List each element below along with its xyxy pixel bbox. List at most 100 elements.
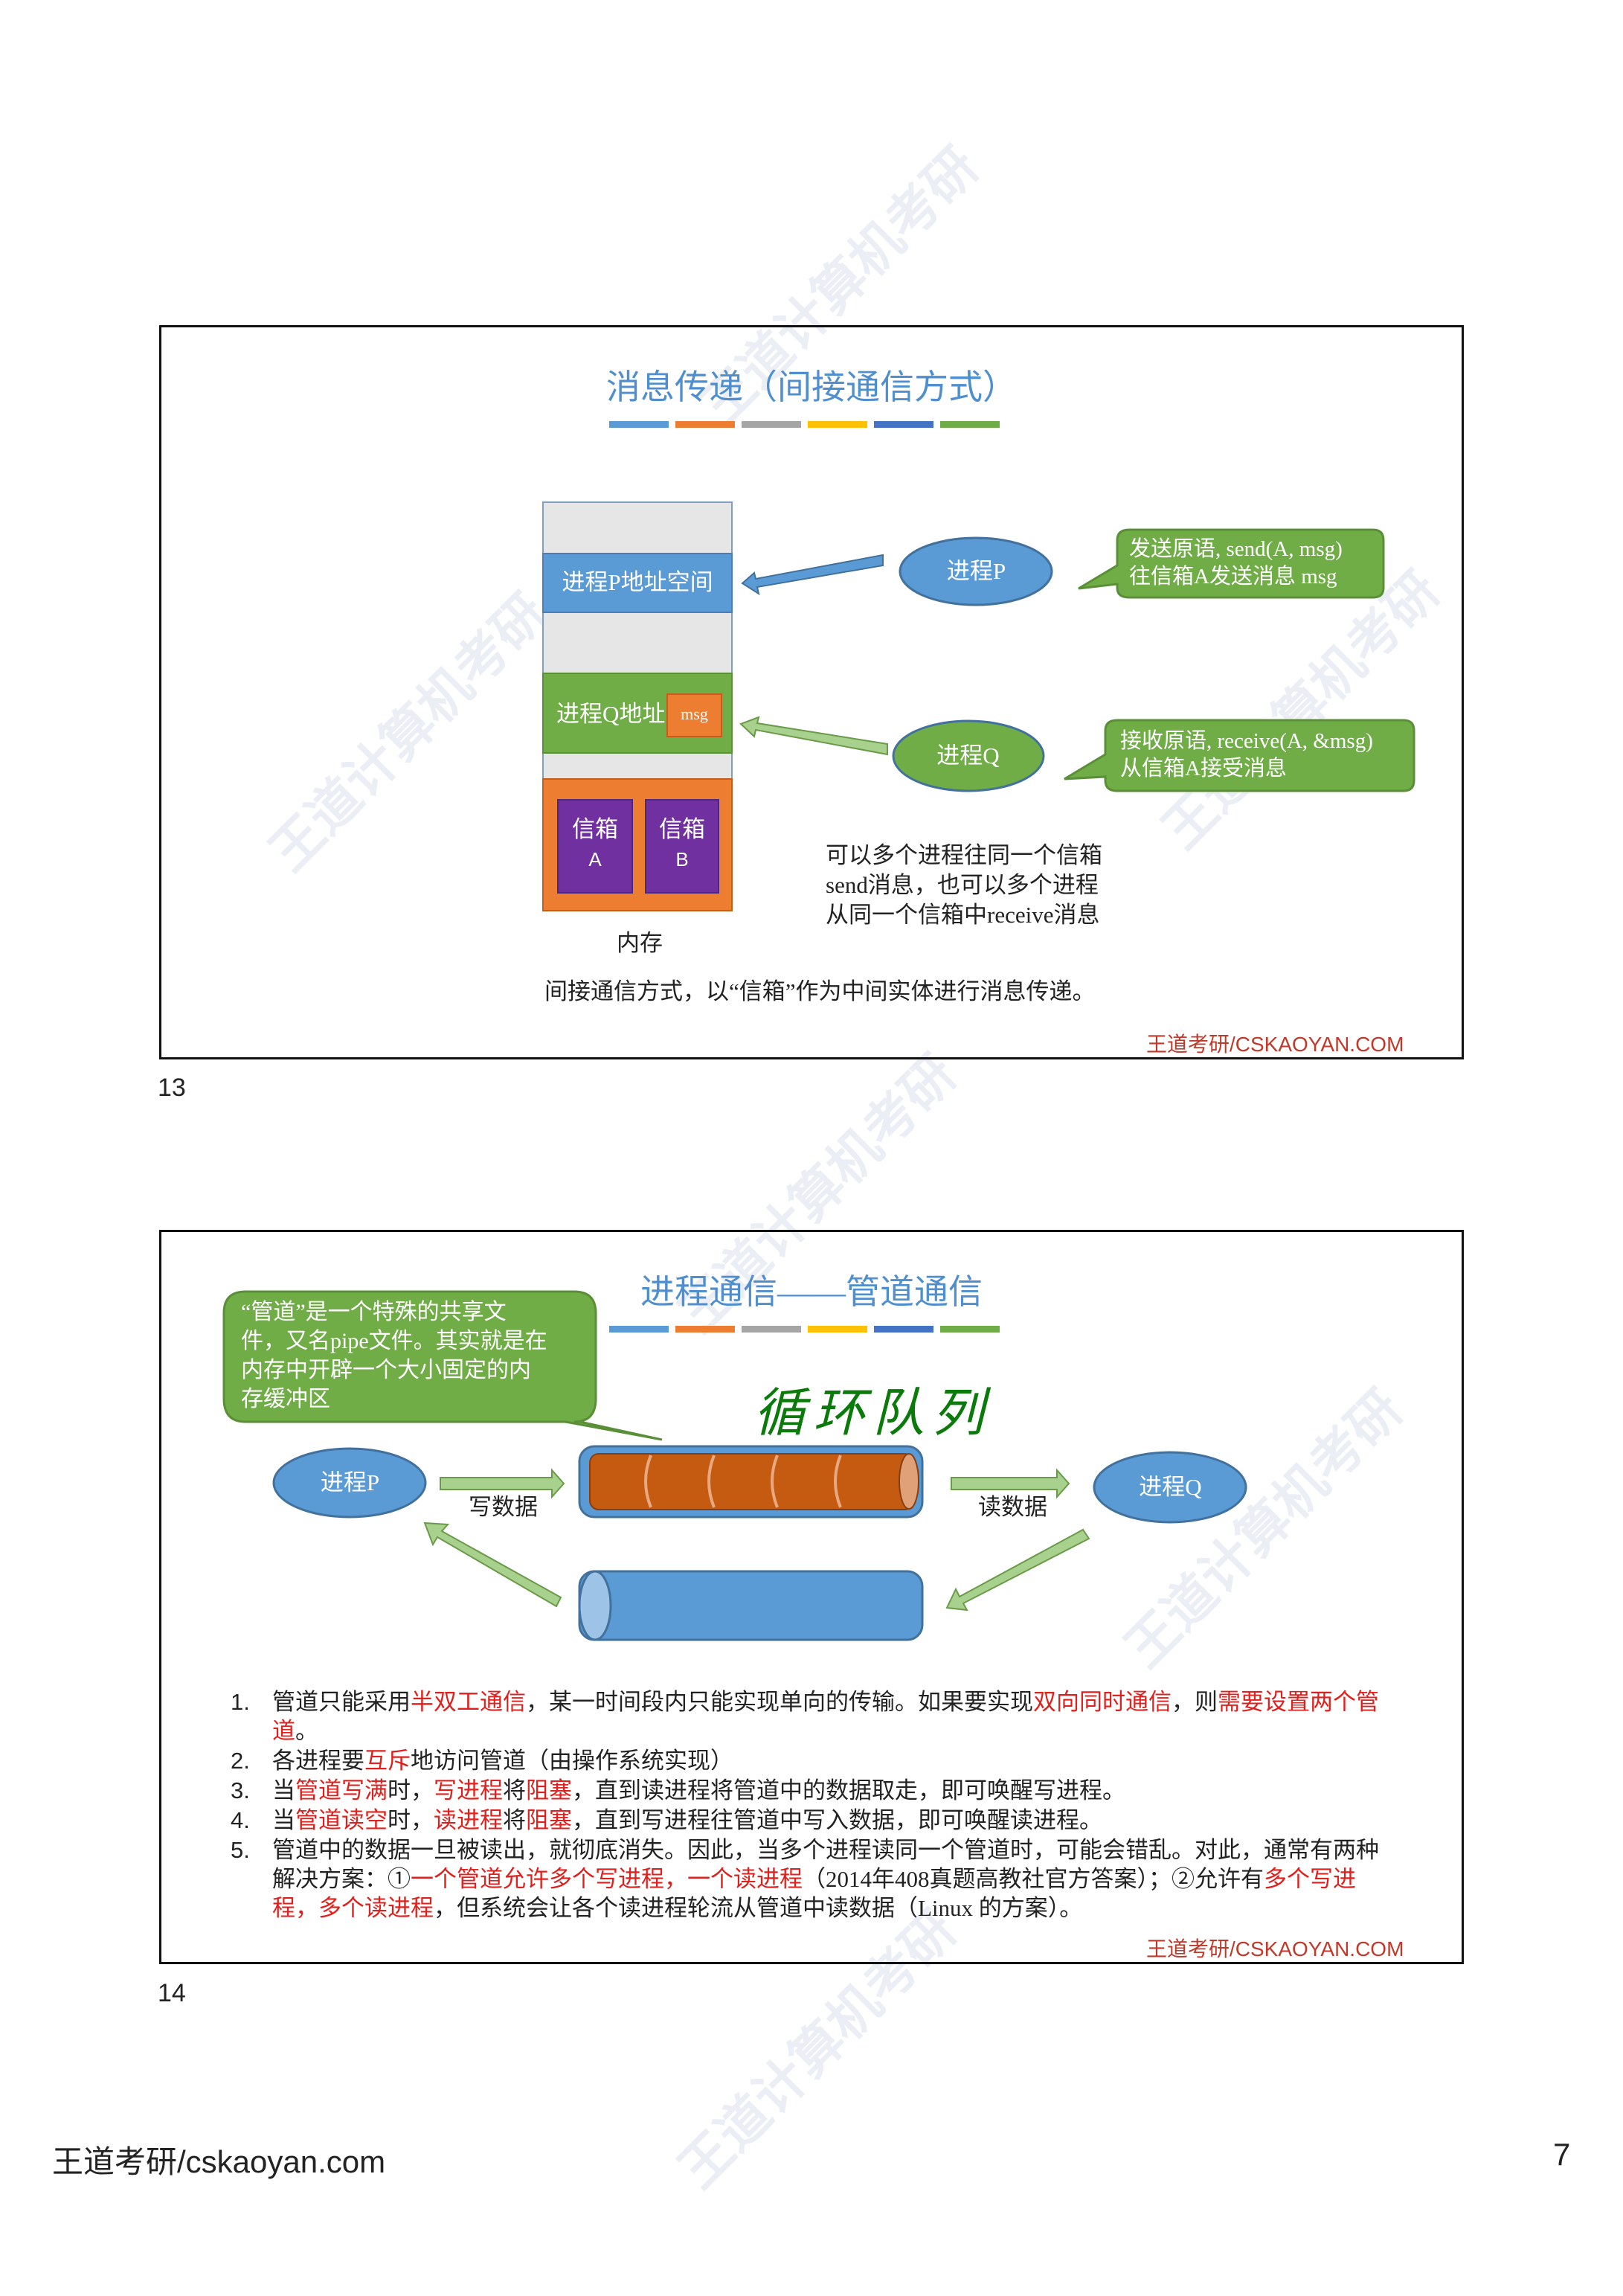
process-q-ellipse [892,719,1045,792]
text-segment: 将 [503,1777,526,1803]
slide-14-brand: 王道考研/CSKAOYAN.COM [1146,1937,1404,1960]
list-number: 3. [231,1777,250,1803]
text-segment: 当 [272,1807,295,1833]
list-item: 5.管道中的数据一旦被读出，就彻底消失。因此，当多个进程读同一个管道时，可能会错… [231,1835,1391,1923]
text-segment: 时， [388,1777,434,1803]
text-segment: ，直到读进程将管道中的数据取走，即可唤醒写进程。 [572,1777,1125,1803]
slide-14-title: 进程通信——管道通信 [640,1273,983,1311]
text-segment: ，某一时间段内只能实现单向的传输。如果要实现 [526,1689,1033,1715]
note-line: send消息，也可以多个进程 [826,872,1099,898]
msg-label: msg [681,705,708,723]
mailbox-b-line1: 信箱 [659,816,705,842]
highlighted-term: 互斥 [364,1748,411,1774]
process-q-label: 进程Q [936,743,1000,769]
arrow-p-to-space [741,554,884,596]
return-arrow-left [423,1521,562,1608]
process-p-label: 进程P [946,558,1006,584]
list-text: 当管道写满时，写进程将阻塞，直到读进程将管道中的数据取走，即可唤醒写进程。 [272,1776,1125,1805]
list-text: 各进程要互斥地访问管道（由操作系统实现） [272,1746,733,1775]
pipe-segment-divider [771,1455,779,1508]
list-item: 2.各进程要互斥地访问管道（由操作系统实现） [231,1746,1391,1775]
pipe-segment-divider [644,1455,652,1508]
pipe-callout-shape [222,1290,663,1441]
highlighted-term: 读进程 [434,1807,503,1833]
text-segment: （2014年408真题高教社官方答案）；②允许有 [803,1866,1264,1892]
accent-bar [808,1326,867,1333]
text-segment: ，但系统会让各个读进程轮流从管道中读数据（Linux 的方案）。 [434,1895,1083,1921]
slide-14-number: 14 [158,1979,186,2007]
highlighted-term: 半双工通信 [411,1689,526,1715]
recv-callout-text: 接收原语, receive(A, &msg) 从信箱A接受消息 [1120,728,1373,783]
highlighted-term: 阻塞 [526,1807,572,1833]
slide-13-number: 13 [158,1074,186,1102]
note-line: 可以多个进程往同一个信箱 [826,842,1102,868]
highlighted-term: 需要设置两个管道 [272,1689,1379,1744]
pipe-circular-queue [578,1445,924,1519]
process-q-label: 进程Q [1139,1474,1202,1500]
send-callout-shape [1078,528,1385,599]
text-segment: 时， [388,1807,434,1833]
text-segment: 各进程要 [272,1748,364,1774]
send-callout-text: 发送原语, send(A, msg) 往信箱A发送消息 msg [1129,536,1343,591]
accent-bar [940,1326,1000,1333]
read-data-label: 读数据 [978,1494,1047,1520]
note-line: 从同一个信箱中receive消息 [826,902,1100,928]
read-arrow [951,1468,1070,1499]
pipe-callout-text: “管道”是一个特殊的共享文 件，又名pipe文件。其实就是在 内存中开辟一个大小… [241,1298,547,1414]
slide-13-caption: 间接通信方式，以“信箱”作为中间实体进行消息传递。 [544,978,1096,1004]
text-segment: 将 [503,1807,526,1833]
highlighted-term: 多个写进程，多个读进程 [272,1866,1356,1921]
accent-bars [609,1326,1000,1333]
accent-bar [609,1326,669,1333]
accent-bar [940,421,1000,428]
msg-box [666,693,722,737]
text-segment: 。 [295,1718,318,1744]
accent-bar [609,421,669,428]
accent-bar [874,1326,933,1333]
accent-bar [675,421,735,428]
accent-bar [874,421,933,428]
slide-14 [159,1230,1464,1964]
mailbox-b-line2: B [675,848,689,870]
callout-line: 存缓冲区 [241,1387,330,1411]
circular-queue-handwriting: 循环队列 [753,1385,992,1443]
callout-line: “管道”是一个特殊的共享文 [241,1300,507,1324]
text-segment: ，直到写进程往管道中写入数据，即可唤醒读进程。 [572,1807,1102,1833]
highlighted-term: 管道读空 [295,1807,388,1833]
write-arrow [440,1468,565,1499]
mailbox-a-label: 信箱 A [558,815,632,874]
pipe-empty [578,1570,924,1641]
list-text: 管道只能采用半双工通信，某一时间段内只能实现单向的传输。如果要实现双向同时通信，… [272,1687,1391,1745]
list-number: 5. [231,1837,250,1863]
arrow-q-to-space [739,716,888,756]
recv-callout-line: 从信箱A接受消息 [1120,757,1287,780]
accent-bar [742,1326,801,1333]
accent-bar [675,1326,735,1333]
highlighted-term: 管道写满 [295,1777,388,1803]
list-item: 1. 管道只能采用半双工通信，某一时间段内只能实现单向的传输。如果要实现双向同时通… [231,1687,1391,1745]
accent-bars [609,421,1000,428]
mailbox-a-line1: 信箱 [572,816,618,842]
callout-line: 件，又名pipe文件。其实就是在 [241,1329,547,1353]
footer-site: 王道考研/cskaoyan.com [52,2144,386,2179]
pipe-segment-divider [707,1455,716,1508]
mailbox-a-line2: A [588,848,602,870]
process-p-circle [272,1447,427,1519]
process-p-label: 进程P [320,1469,380,1495]
send-callout-line: 往信箱A发送消息 msg [1129,565,1337,589]
send-callout-line: 发送原语, send(A, msg) [1129,537,1343,561]
p-address-space [542,553,733,613]
page-number: 7 [1553,2137,1571,2172]
process-q-circle [1093,1451,1247,1524]
mailbox-b-label: 信箱 B [646,815,719,874]
process-p-ellipse [899,536,1053,606]
slide-13-title: 消息传递（间接通信方式） [606,368,1017,406]
text-segment: 当 [272,1777,295,1803]
write-data-label: 写数据 [469,1494,538,1520]
slide-13-brand: 王道考研/CSKAOYAN.COM [1146,1033,1404,1056]
list-number: 1. [231,1689,250,1715]
pipe-facts-list: 1. 管道只能采用半双工通信，某一时间段内只能实现单向的传输。如果要实现双向同时通… [231,1687,1391,1923]
text-segment: 管道只能采用 [272,1689,411,1715]
pipe-segment-divider [834,1455,842,1508]
